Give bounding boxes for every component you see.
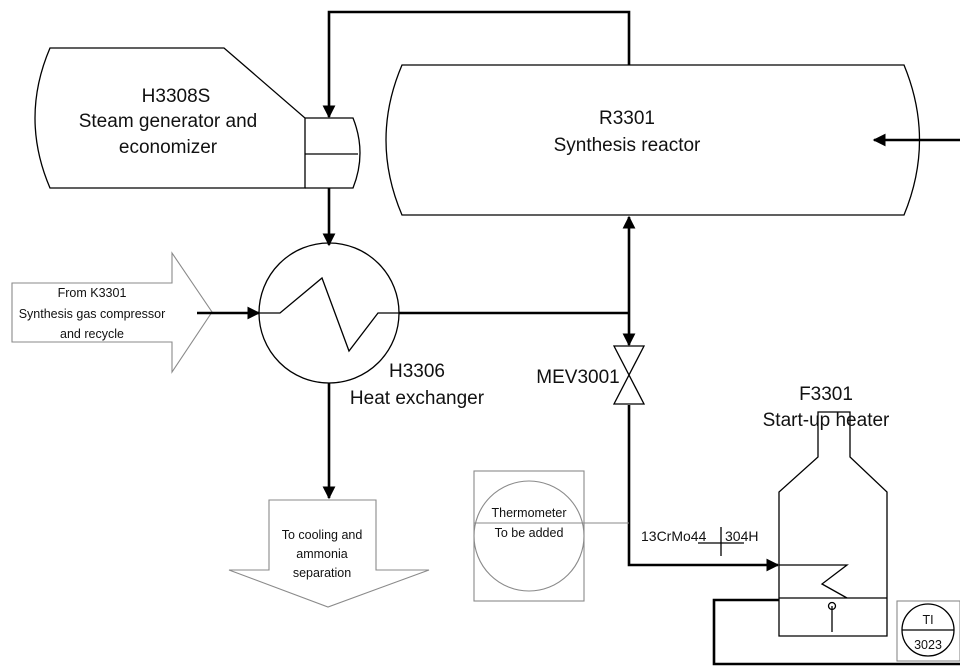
- valve-mev3001[interactable]: [612, 345, 646, 405]
- material-right: 304H: [725, 528, 758, 544]
- heater-coil: [779, 564, 887, 632]
- heat-exchanger[interactable]: [258, 242, 400, 384]
- steam-generator-name-line2: economizer: [119, 137, 218, 158]
- material-left: 13CrMo44: [641, 528, 707, 544]
- heat-exchanger-tag: H3306: [389, 361, 445, 382]
- thermometer-line2: To be added: [495, 526, 564, 540]
- steam-generator-vessel[interactable]: [34, 47, 361, 189]
- reactor-tag: R3301: [599, 108, 655, 129]
- ti-number: 3023: [914, 638, 942, 652]
- steam-generator-tag: H3308S: [142, 86, 211, 107]
- thermometer-symbol[interactable]: [473, 470, 629, 602]
- startup-heater-body[interactable]: [778, 411, 888, 637]
- steam-generator-name-line1: Steam generator and: [79, 111, 258, 132]
- feed-arrow-shape: [11, 251, 213, 374]
- cooling-line1: To cooling and: [282, 528, 363, 542]
- cooling-line3: separation: [293, 566, 351, 580]
- valve-tag: MEV3001: [536, 367, 619, 388]
- reactor-name: Synthesis reactor: [554, 135, 701, 156]
- feed-line1: From K3301: [58, 286, 127, 300]
- heater-name: Start-up heater: [763, 410, 890, 431]
- valve-to-heater-pipe: [627, 405, 780, 572]
- synthesis-reactor-vessel[interactable]: [385, 64, 921, 216]
- temperature-indicator[interactable]: [896, 600, 960, 662]
- heater-tag: F3301: [799, 384, 853, 405]
- top-pipe: [322, 10, 631, 119]
- feed-line2: Synthesis gas compressor: [19, 307, 166, 321]
- feed-line3: and recycle: [60, 327, 124, 341]
- cooling-line2: ammonia: [296, 547, 347, 561]
- thermometer-line1: Thermometer: [491, 506, 566, 520]
- ti-type: TI: [922, 613, 933, 627]
- heat-exchanger-name: Heat exchanger: [350, 388, 485, 409]
- heater-outlet-pipe: [712, 598, 960, 666]
- cooling-arrow-shape: [228, 499, 430, 608]
